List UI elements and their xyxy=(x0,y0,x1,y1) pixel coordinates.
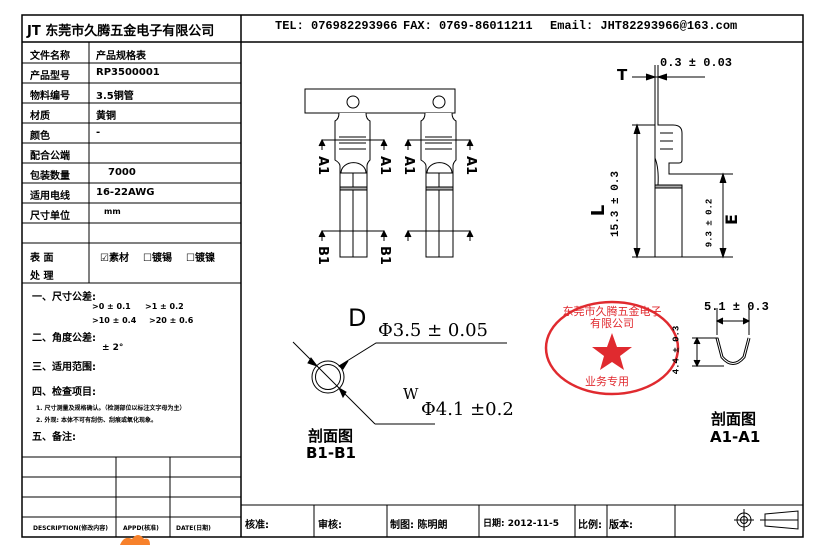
spec-label: 尺寸单位 xyxy=(30,211,70,222)
spec-label: 材质 xyxy=(30,111,50,122)
rev-date: DATE(日期) xyxy=(176,525,211,532)
tel: TEL: 076982293966 xyxy=(275,19,398,33)
scale: 比例: xyxy=(578,520,602,531)
terminal-front-view xyxy=(304,88,474,258)
stamp-text: 东莞市久腾五金电子有限公司 xyxy=(562,305,662,330)
spec-label: 物料编号 xyxy=(30,91,70,102)
label-b1: B1 xyxy=(314,246,330,265)
label-w: W xyxy=(403,385,419,403)
dim-e: 9.3 ± 0.2 xyxy=(704,198,715,248)
tol-4: >20 ± 0.6 xyxy=(149,316,194,325)
section-b-name: B1-B1 xyxy=(306,444,356,462)
version: 版本: xyxy=(609,520,633,531)
dim-l: 15.3 ± 0.3 xyxy=(610,170,623,238)
inspection-item-1: 1. 尺寸测量及规格确认。（检测部位以标注文字母为主） xyxy=(36,405,186,412)
spec-value: - xyxy=(96,127,101,138)
dim-u-width: 5.1 ± 0.3 xyxy=(704,300,769,314)
section-a-name: A1-A1 xyxy=(710,428,761,446)
label-b1: B1 xyxy=(376,246,392,265)
dim-u-height: 4.4 ± 0.3 xyxy=(671,325,682,375)
dim-d: Φ3.5 ± 0.05 xyxy=(378,320,488,341)
label-t: T xyxy=(617,66,628,84)
inspection: 四、检查项目: xyxy=(32,387,96,398)
surface-option-raw[interactable]: ☑素材 xyxy=(100,253,129,264)
approve: 核准: xyxy=(245,520,269,531)
angle-value: ± 2° xyxy=(102,343,124,353)
terminal-side-view xyxy=(632,65,733,259)
spec-value: 3.5铜管 xyxy=(96,91,134,102)
label-l: L xyxy=(588,204,610,217)
label-a1: A1 xyxy=(401,155,417,176)
section-a1 xyxy=(692,308,751,368)
email: Email: JHT82293966@163.com xyxy=(550,19,738,33)
tol-2: >1 ± 0.2 xyxy=(145,302,184,311)
spec-label: 适用电线 xyxy=(30,191,70,202)
fax: FAX: 0769-86011211 xyxy=(403,19,533,33)
surface-label-2: 处 理 xyxy=(30,271,54,282)
section-b-title: 剖面图 xyxy=(308,427,354,445)
label-a1: A1 xyxy=(463,155,479,176)
label-d: D xyxy=(348,304,367,332)
dim-w: Φ4.1 ±0.2 xyxy=(421,399,514,420)
company-stamp xyxy=(544,300,680,396)
company-name: JT 东莞市久腾五金电子有限公司 xyxy=(27,24,215,39)
angle-tolerance: 二、角度公差: xyxy=(32,333,96,344)
spec-label: 文件名称 xyxy=(30,51,70,62)
section-b1 xyxy=(292,341,507,425)
inspection-item-2: 2. 外观: 本体不可有刮伤、刮痕或氧化现象。 xyxy=(36,417,158,424)
review: 审核: xyxy=(318,520,342,531)
spec-label: 配合公端 xyxy=(30,151,70,162)
label-e: E xyxy=(721,214,741,225)
spec-value: mm xyxy=(104,207,121,216)
stamp-subtext: 业务专用 xyxy=(585,375,629,388)
surface-option-nickel[interactable]: ☐镀镍 xyxy=(186,253,215,264)
surface-option-tin[interactable]: ☐镀锡 xyxy=(143,253,172,264)
spec-value: 黄铜 xyxy=(96,111,116,122)
decor-flower-icon xyxy=(120,535,150,545)
spec-label: 产品型号 xyxy=(30,71,70,82)
rev-appd: APPD(核准) xyxy=(123,525,159,532)
spec-value: 7000 xyxy=(108,167,136,178)
dim-t: 0.3 ± 0.03 xyxy=(660,56,733,70)
rev-description: DESCRIPTION(修改内容) xyxy=(33,525,108,532)
dim-tolerance: 一、尺寸公差: xyxy=(32,292,96,303)
tol-3: >10 ± 0.4 xyxy=(92,316,137,325)
label-a1: A1 xyxy=(315,155,331,176)
section-a-title: 剖面图 xyxy=(711,410,757,428)
surface-label: 表 面 xyxy=(30,253,54,264)
spec-label: 包装数量 xyxy=(30,171,70,182)
scope: 三、适用范围: xyxy=(32,362,96,373)
projection-symbol xyxy=(734,509,799,531)
spec-value: 16-22AWG xyxy=(96,187,155,198)
spec-value: 产品规格表 xyxy=(96,51,146,62)
remarks: 五、备注: xyxy=(32,432,76,443)
spec-value: RP3500001 xyxy=(96,67,160,78)
drawn-by: 制图: 陈明朗 xyxy=(390,520,448,531)
tol-1: >0 ± 0.1 xyxy=(92,302,131,311)
date: 日期: 2012-11-5 xyxy=(483,519,560,529)
label-a1: A1 xyxy=(377,155,393,176)
spec-label: 颜色 xyxy=(30,131,50,142)
